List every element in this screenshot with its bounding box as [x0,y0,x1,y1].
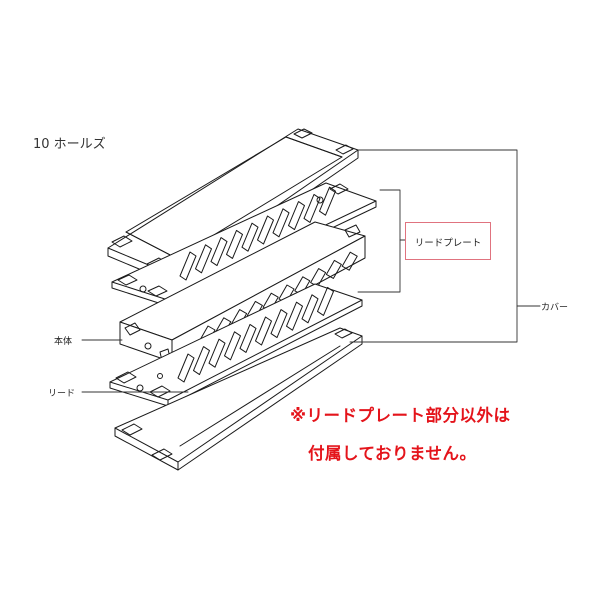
reed-slot [241,222,259,252]
comb-channel [325,259,342,279]
reed-slot [255,316,272,346]
cover-bracket-line [349,149,518,343]
reed-slot [226,229,243,259]
reed-slot [288,201,305,231]
reed-slot [195,244,212,274]
reed-plate-bracket-line [357,189,401,293]
reed-plate-highlight-box: リードプレート [405,222,491,260]
bottom-cover-part [114,327,363,471]
lower-reed-slots [177,286,334,383]
reed-label: リード [48,389,76,399]
reed-slot [301,294,319,324]
reed-slot [239,323,257,353]
reed-slot [177,353,195,383]
reed-slot [208,338,226,368]
reed-slot [210,237,228,267]
diagram-title: 10 ホールズ [33,137,106,152]
reed-slot [193,346,210,376]
cover-label: カバー [541,303,569,313]
reed-slot [319,186,336,216]
reed-slot [286,301,303,331]
leader-lines [81,149,541,393]
reed-slot [270,309,288,339]
notice-line-2: 付属しておりません。 [308,444,477,463]
comb-channel [341,251,358,271]
reed-plate-label: リードプレート [414,238,482,249]
reed-slot [303,193,321,223]
reed-slot [317,286,334,316]
reed-slot [272,208,290,238]
notice-line-1: ※リードプレート部分以外は [290,406,511,425]
upper-reed-slots [179,186,336,281]
reed-slot [179,251,197,281]
reed-slot [224,331,241,361]
body-label: 本体 [54,337,73,347]
reed-slot [257,215,274,245]
